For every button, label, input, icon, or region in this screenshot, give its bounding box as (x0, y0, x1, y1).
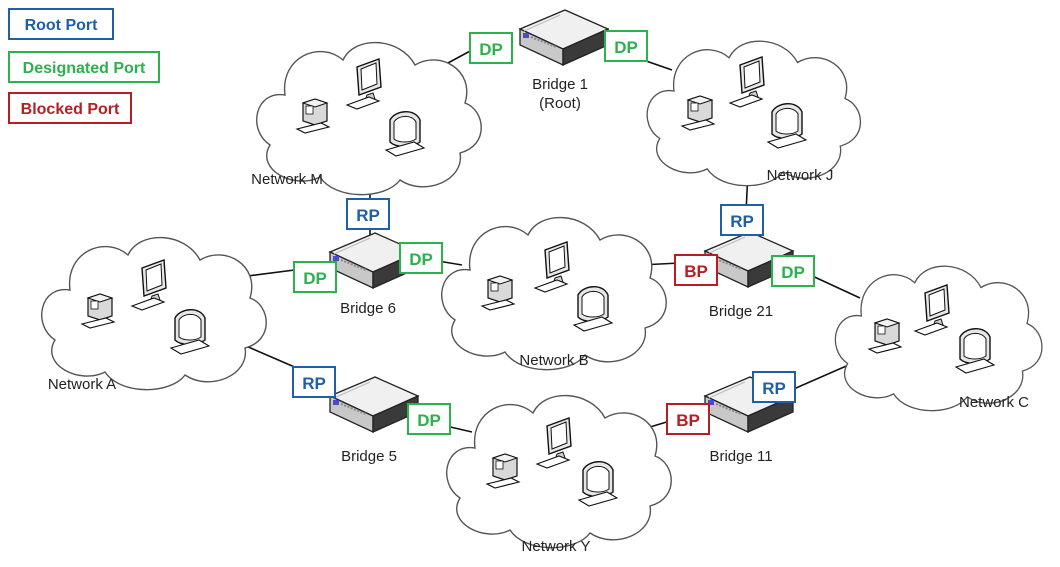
port-tag-bridge1-left: DP (469, 32, 513, 64)
legend-designated-port-label: Designated Port (23, 60, 146, 77)
bridge-5 (329, 376, 419, 433)
legend-blocked-port-label: Blocked Port (21, 101, 120, 118)
bridge-6-label: Bridge 6 (340, 300, 396, 317)
network-c-label: Network C (959, 394, 1029, 411)
port-tag-bridge1-right: DP (604, 30, 648, 62)
port-tag-text: DP (409, 250, 433, 269)
port-tag-text: BP (684, 262, 708, 281)
port-tag-bridge21-left: BP (674, 254, 718, 286)
port-tag-bridge11-right: RP (752, 371, 796, 403)
port-tag-bridge6-left: DP (293, 261, 337, 293)
port-tag-text: DP (417, 411, 441, 430)
port-tag-text: DP (614, 38, 638, 57)
network-j (646, 40, 862, 187)
bridge-1-sublabel: (Root) (539, 95, 581, 112)
network-m-label: Network M (251, 171, 323, 188)
bridge-1 (519, 9, 609, 66)
network-j-label: Network J (767, 167, 834, 184)
port-tag-bridge21-top: RP (720, 204, 764, 236)
bridge-11-label: Bridge 11 (709, 448, 772, 465)
port-tag-text: DP (479, 40, 503, 59)
port-tag-text: DP (781, 263, 805, 282)
network-y-label: Network Y (522, 538, 591, 555)
port-tag-bridge5-right: DP (407, 403, 451, 435)
port-tag-bridge21-right: DP (771, 255, 815, 287)
port-tag-bridge11-left: BP (666, 403, 710, 435)
port-tag-text: BP (676, 411, 700, 430)
bridge-5-label: Bridge 5 (341, 448, 397, 465)
network-c (834, 265, 1043, 412)
port-tag-text: RP (730, 212, 754, 231)
network-b (441, 216, 667, 371)
port-tag-text: RP (302, 374, 326, 393)
network-a-label: Network A (48, 376, 116, 393)
legend-designated-port: Designated Port (8, 51, 160, 83)
network-a (41, 236, 267, 391)
port-tag-bridge6-top: RP (346, 198, 390, 230)
bridge-1-label: Bridge 1 (532, 76, 588, 93)
network-b-label: Network B (519, 352, 588, 369)
network-y (446, 394, 672, 549)
bridge-21-label: Bridge 21 (709, 303, 773, 320)
legend-root-port-label: Root Port (25, 17, 99, 34)
legend-root-port: Root Port (8, 8, 114, 40)
port-tag-bridge5-left: RP (292, 366, 336, 398)
port-tag-bridge6-right: DP (399, 242, 443, 274)
legend-blocked-port: Blocked Port (8, 92, 132, 124)
port-tag-text: RP (762, 379, 786, 398)
legend: Root Port Designated Port Blocked Port (8, 8, 160, 124)
port-tag-text: RP (356, 206, 380, 225)
port-tag-text: DP (303, 269, 327, 288)
